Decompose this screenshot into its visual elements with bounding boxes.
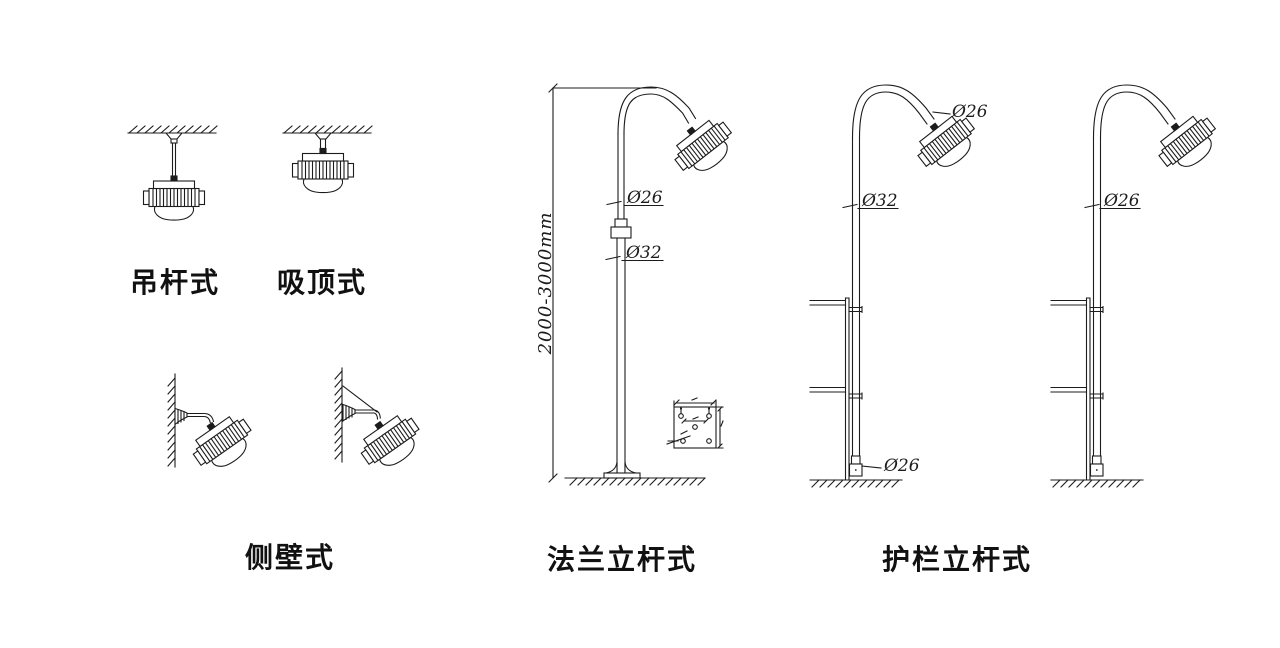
leader-line	[932, 111, 951, 115]
pole-coupler-top	[614, 218, 628, 228]
dim-tick	[606, 200, 622, 206]
wall-cap-ribs	[177, 408, 185, 425]
pole-coupler	[610, 226, 632, 239]
wall-label: 侧壁式	[245, 542, 335, 574]
wall-arm	[186, 412, 215, 424]
center-hole	[692, 424, 698, 430]
bolt-hole	[706, 413, 712, 419]
lower-pole	[616, 237, 626, 474]
ground-hatch-lines	[811, 479, 900, 488]
guardrail-rail-upper	[1050, 299, 1088, 306]
pole-diameter: Ø26	[1103, 191, 1140, 211]
canopy-collar	[170, 138, 178, 144]
guardrail-pole-figure-right: Ø26	[1050, 84, 1226, 488]
bolt-pins	[680, 408, 710, 415]
pendant-mount-figure: 吊杆式	[127, 125, 220, 299]
ceiling-lamp-icon	[291, 147, 355, 194]
ceiling-mount-figure: 吸顶式	[277, 125, 373, 299]
ceiling-hatch-lines	[283, 125, 373, 134]
dim-tick	[605, 255, 621, 261]
base-gusset-left	[605, 461, 618, 474]
gooseneck-inner	[623, 93, 690, 135]
upper-pole	[617, 133, 625, 220]
flange-pole-lamp-icon	[665, 109, 742, 184]
ceiling-canopy	[313, 132, 333, 140]
ground-hatch-lines	[1052, 479, 1141, 488]
clamp-bolt-dot	[1095, 469, 1098, 471]
upper-pole-diameter: Ø26	[626, 188, 663, 208]
pendant-lamp-icon	[142, 175, 206, 221]
gooseneck-inner	[1099, 91, 1169, 139]
dimension-ticks	[548, 83, 558, 483]
guardrail-post	[1085, 297, 1091, 481]
bolt-pin-head	[679, 407, 683, 410]
guardrail-post	[844, 297, 850, 481]
guardrail-pole-label: 护栏立杆式	[882, 543, 1032, 576]
bolt-pin-head	[707, 407, 711, 410]
detail-dimension-lines	[673, 400, 724, 449]
bolt-hole	[706, 438, 712, 444]
clamp-bolt-dot	[854, 469, 857, 471]
lower-pole-diameter: Ø32	[625, 243, 662, 263]
flange-plate-detail	[666, 397, 724, 449]
canopy-collar	[319, 138, 327, 150]
lamp-pole	[1092, 137, 1102, 457]
dim-tick	[842, 203, 858, 209]
wall-hatch-lines	[167, 377, 176, 467]
neck-diameter: Ø26	[951, 102, 988, 122]
wall-lamp-icon-right	[352, 405, 429, 478]
wall-brace	[342, 385, 378, 413]
ground-hatch-lines	[569, 477, 706, 486]
wall-cap-ribs	[345, 404, 353, 421]
pole-height-dimension: 2000-3000mm	[535, 212, 556, 356]
detail-dimension-ticks	[673, 399, 723, 449]
gooseneck-inner	[858, 91, 928, 139]
height-dimension-line	[552, 87, 657, 479]
leader-line	[861, 465, 882, 469]
gooseneck-outer	[617, 86, 697, 135]
pendant-rod	[171, 142, 177, 177]
wall-mount-figure: 侧壁式	[167, 367, 429, 574]
guardrail-rail-lower	[809, 386, 847, 393]
base-clamp-top	[1091, 455, 1102, 465]
guardrail-pole-figure-left: Ø26 Ø32 Ø26	[809, 84, 988, 488]
ceiling-canopy	[164, 132, 184, 140]
bolt-leader-line	[666, 435, 691, 445]
lamp-pole	[851, 137, 861, 457]
detail-tiny-marks	[680, 397, 724, 435]
gooseneck-outer	[851, 84, 935, 139]
bolt-hole	[678, 413, 684, 419]
gooseneck-outer	[1092, 84, 1176, 139]
rail-clamp-upper	[1089, 305, 1104, 314]
guardrail-lamp-icon-right	[1149, 105, 1226, 180]
base-clamp-top	[850, 455, 861, 465]
pole-diameter: Ø32	[861, 191, 898, 211]
wall-arm	[354, 409, 381, 420]
base-clamp-diameter: Ø26	[883, 456, 920, 476]
ceiling-hatch-lines	[128, 125, 218, 134]
base-gusset-right	[624, 461, 637, 474]
wall-hatch-lines	[334, 370, 343, 460]
rail-clamp-upper	[848, 305, 863, 314]
guardrail-rail-upper	[809, 299, 847, 306]
flange-pole-figure: 2000-3000mm Ø26 Ø32	[535, 83, 742, 576]
pendant-label: 吊杆式	[130, 267, 220, 299]
ceiling-label: 吸顶式	[277, 267, 367, 299]
wall-lamp-icon-left	[184, 406, 261, 479]
flange-pole-label: 法兰立杆式	[547, 543, 697, 576]
rail-clamp-lower	[848, 392, 863, 400]
bolt-hole	[680, 438, 686, 444]
rail-clamp-lower	[1089, 392, 1104, 400]
dim-tick	[1084, 203, 1100, 209]
base-plate	[603, 472, 641, 479]
guardrail-rail-lower	[1050, 386, 1088, 393]
